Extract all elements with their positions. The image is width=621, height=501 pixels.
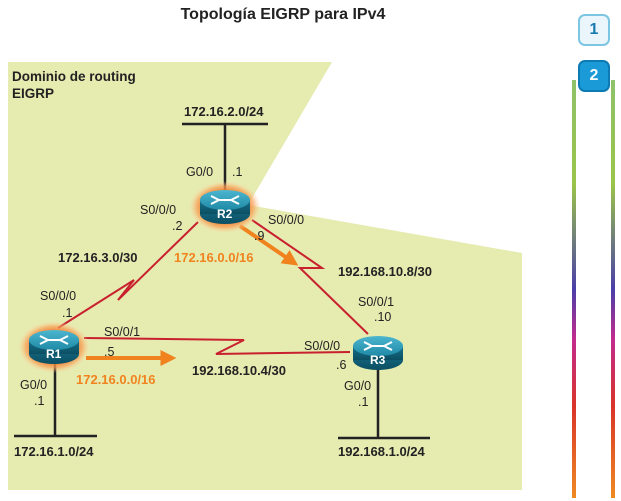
router-r1: R1	[18, 321, 90, 373]
r3-s000-ip: .6	[336, 358, 346, 372]
step-tab-2[interactable]: 2	[578, 60, 610, 92]
network-r2-r3: 192.168.10.8/30	[338, 264, 432, 279]
r2-g00-ip: .1	[232, 165, 242, 179]
network-r1-r2: 172.16.3.0/30	[58, 250, 138, 265]
lan-r3	[338, 368, 430, 440]
serial-link-r1-r3	[83, 337, 351, 355]
r2-s000-ip: .2	[172, 219, 182, 233]
side-decor-line-left	[572, 80, 576, 498]
router-r3-label: R3	[370, 353, 386, 367]
r1-s000-label: S0/0/0	[40, 289, 76, 303]
router-r2: R2	[189, 181, 261, 233]
r1-s001-label: S0/0/1	[104, 325, 140, 339]
r1-s000-ip: .1	[62, 306, 72, 320]
r2-s000-label: S0/0/0	[140, 203, 176, 217]
eigrp-domain-area	[8, 62, 522, 490]
network-r3-lan: 192.168.1.0/24	[338, 444, 426, 459]
network-r1-r3: 192.168.10.4/30	[192, 363, 286, 378]
topology-diagram: Dominio de routing EIGRP R2 R1 R3 172.16…	[8, 62, 522, 490]
diagram-title: Topología EIGRP para IPv4	[180, 6, 386, 23]
domain-label-line2: EIGRP	[12, 86, 54, 101]
serial-link-r1-r2	[57, 221, 199, 329]
r1-g00-label: G0/0	[20, 378, 47, 392]
route-label-r2: 172.16.0.0/16	[174, 250, 254, 265]
r3-s001-label: S0/0/1	[358, 295, 394, 309]
step-tab-1[interactable]: 1	[578, 14, 610, 46]
r2-s001-ip: .9	[254, 229, 264, 243]
route-label-r1: 172.16.0.0/16	[76, 372, 156, 387]
network-r2-lan: 172.16.2.0/24	[184, 104, 264, 119]
serial-link-r2-r3	[251, 219, 369, 335]
r1-g00-ip: .1	[34, 394, 44, 408]
r3-s001-ip: .10	[374, 310, 391, 324]
r3-g00-ip: .1	[358, 395, 368, 409]
router-r3: R3	[352, 335, 404, 371]
r2-g00-label: G0/0	[186, 165, 213, 179]
router-r1-label: R1	[46, 347, 62, 361]
domain-label-line1: Dominio de routing	[12, 69, 136, 84]
side-decor-line-right	[611, 80, 615, 498]
network-r1-lan: 172.16.1.0/24	[14, 444, 94, 459]
r2-s001-label: S0/0/0	[268, 213, 304, 227]
lan-r2	[182, 122, 268, 192]
r3-s000-label: S0/0/0	[304, 339, 340, 353]
route-arrow-r2-r3	[238, 224, 299, 266]
router-r2-label: R2	[217, 207, 233, 221]
r3-g00-label: G0/0	[344, 379, 371, 393]
r1-s001-ip: .5	[104, 345, 114, 359]
